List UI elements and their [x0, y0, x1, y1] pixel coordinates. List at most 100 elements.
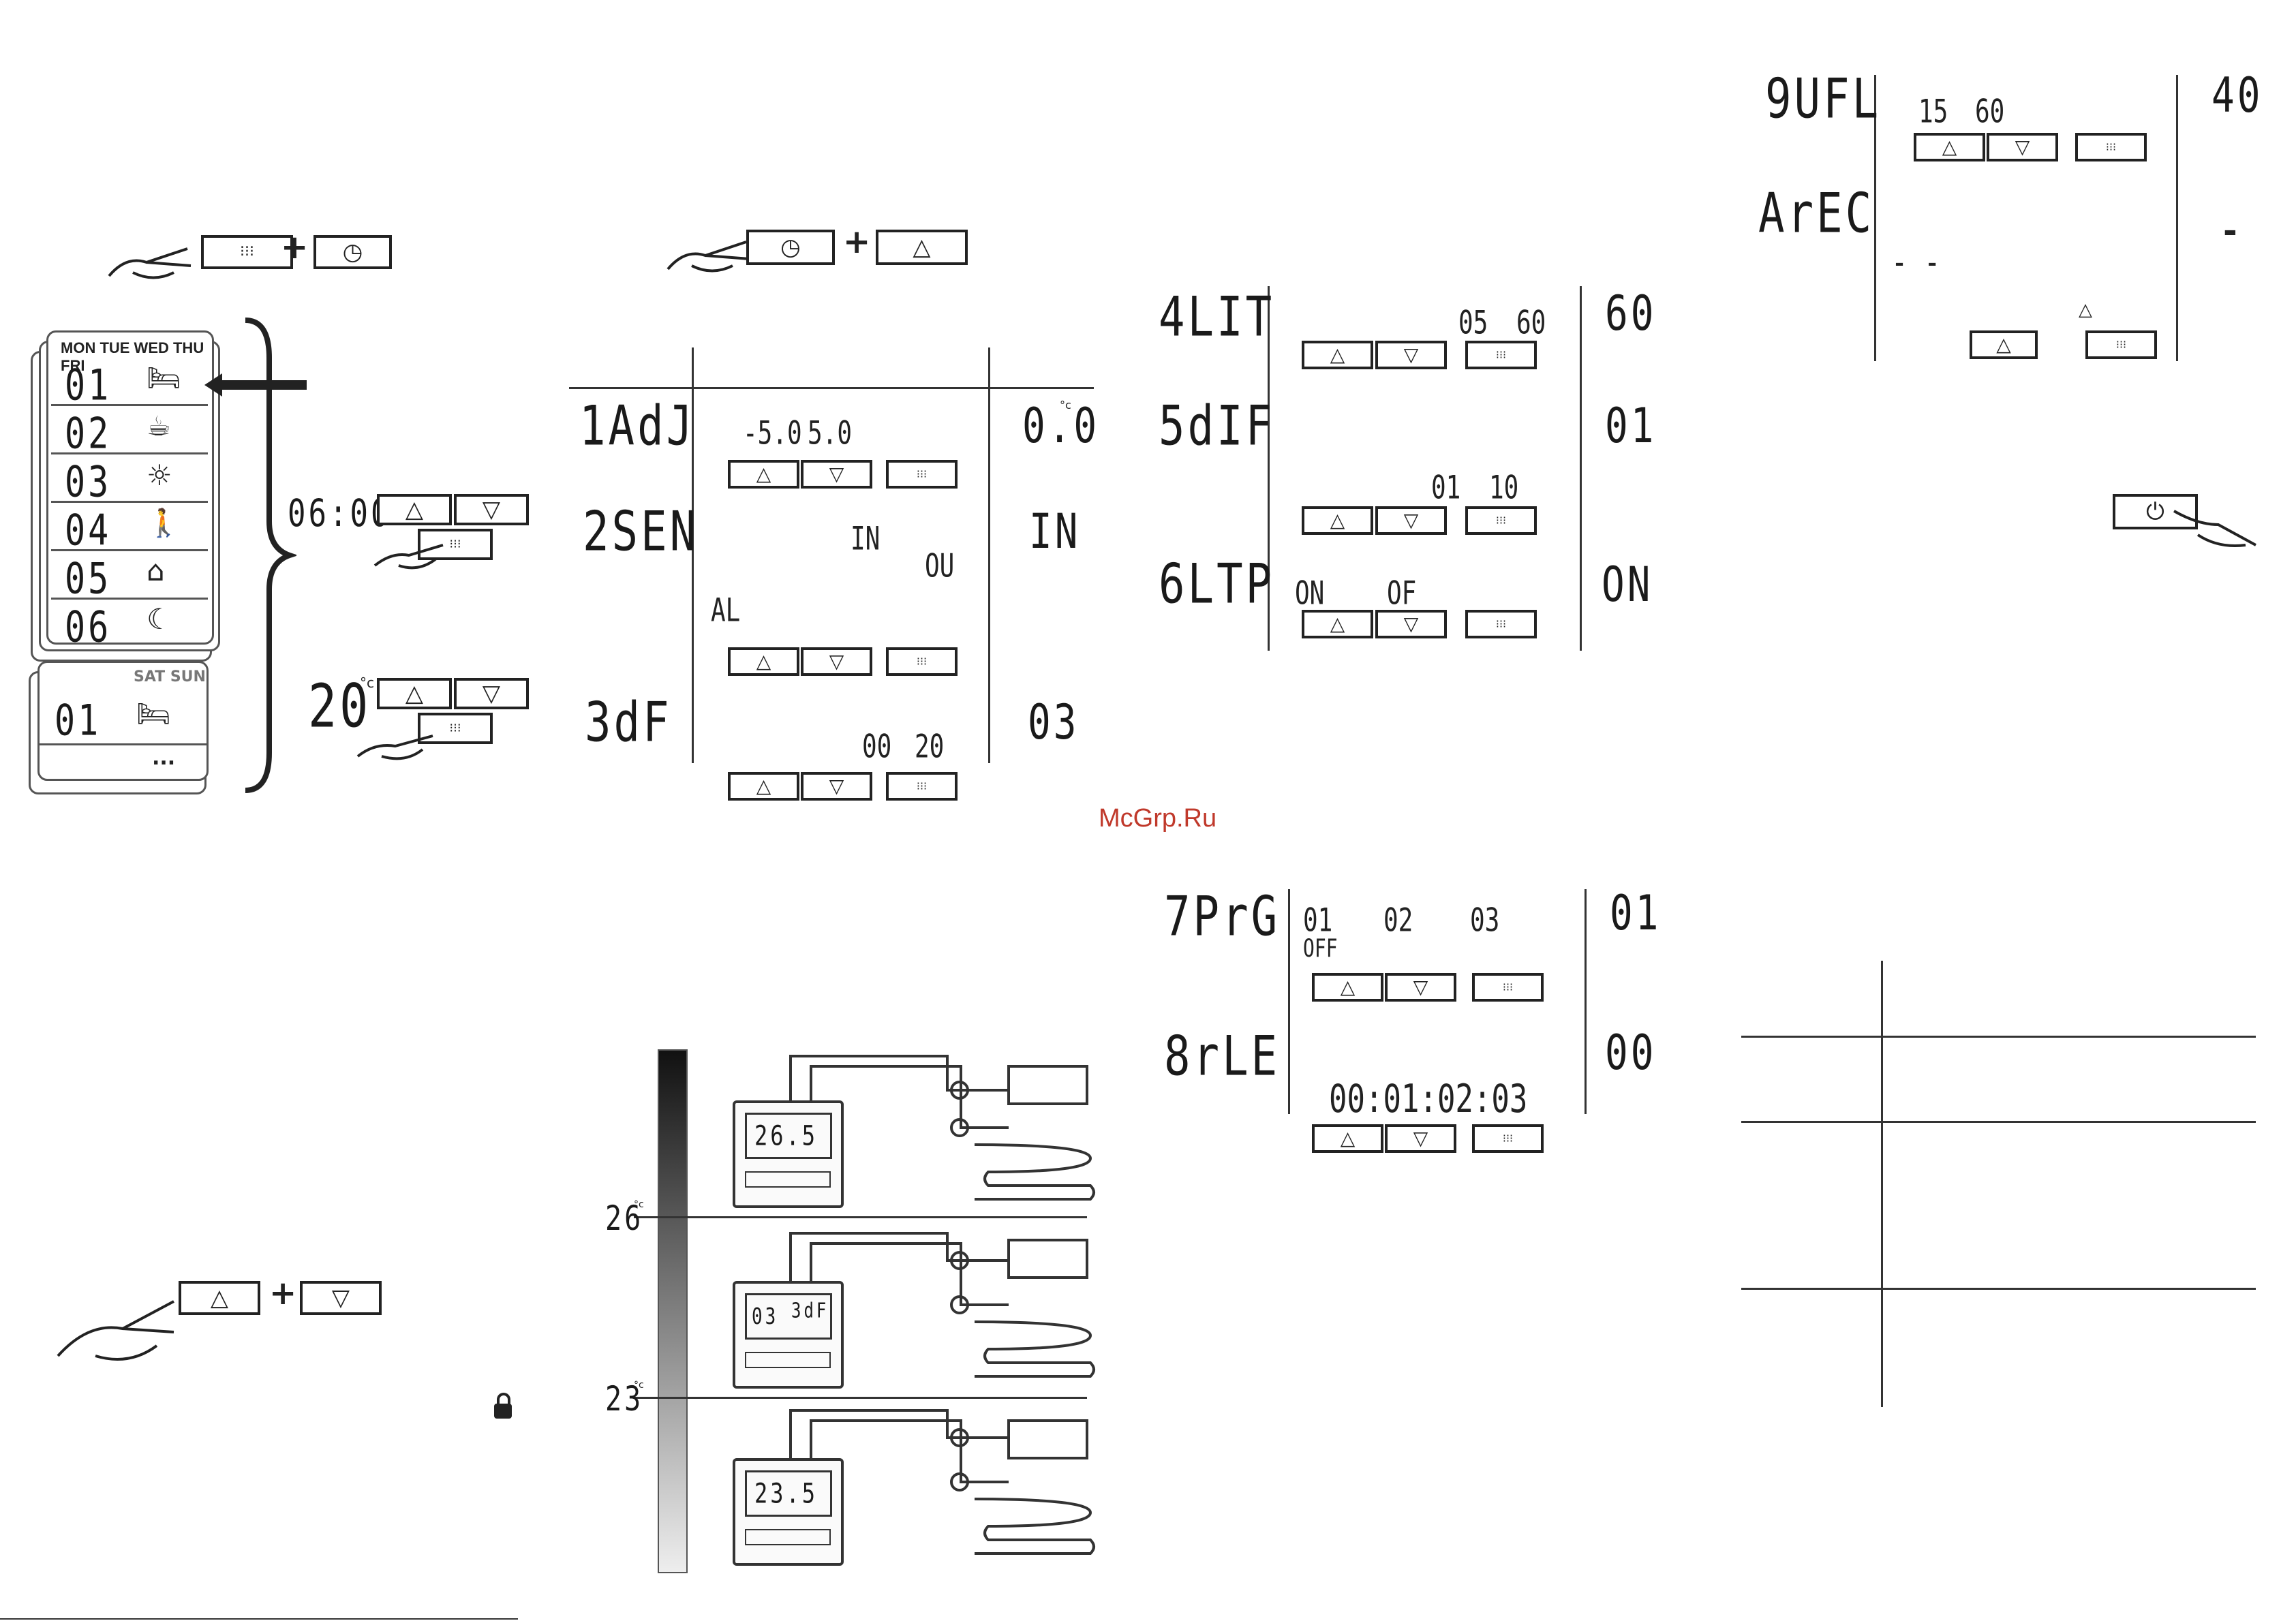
plus-sign: +: [269, 1274, 297, 1312]
down-button[interactable]: ▽: [300, 1281, 382, 1315]
lock-shackle: [497, 1393, 510, 1408]
power-icon: ⏻: [2146, 498, 2164, 525]
down-arrow-icon: ▽: [482, 496, 501, 523]
period-row: 03 ☼: [51, 454, 208, 507]
setting-code: 1AdJ: [579, 395, 696, 459]
table-header-rule: [569, 387, 1094, 389]
up-arrow-icon: △: [756, 463, 771, 485]
up-arrow-icon: △: [756, 650, 771, 673]
temperature-gradient-bar: [658, 1049, 688, 1573]
temp-unit: °c: [360, 675, 374, 691]
menu-button[interactable]: ⁝⁝⁝: [2075, 133, 2147, 161]
setting-code: 3dF: [585, 692, 672, 755]
power-button[interactable]: ⏻: [2113, 494, 2198, 529]
up-button[interactable]: △: [1302, 610, 1373, 638]
menu-button[interactable]: ⁝⁝⁝: [886, 460, 958, 489]
up-button[interactable]: △: [1302, 341, 1373, 369]
up-button[interactable]: △: [377, 494, 452, 525]
up-button[interactable]: △: [728, 647, 799, 676]
hand-pointer-icon: [667, 241, 750, 273]
down-button[interactable]: ▽: [1385, 1124, 1456, 1153]
menu-button[interactable]: ⁝⁝⁝: [1465, 610, 1537, 638]
setting-code: 5dIF: [1159, 395, 1275, 459]
period-row: 04 🚶: [51, 503, 208, 555]
option-max: 20: [915, 729, 945, 766]
thermostat-keys: [745, 1171, 831, 1188]
up-button[interactable]: △: [1914, 133, 1985, 161]
hand-pointer-icon: [373, 544, 444, 570]
down-button[interactable]: ▽: [1375, 341, 1447, 369]
setting-code: 7PrG: [1164, 886, 1281, 949]
down-button[interactable]: ▽: [801, 460, 872, 489]
menu-button[interactable]: ⁝⁝⁝: [201, 235, 293, 269]
down-button[interactable]: ▽: [1987, 133, 2058, 161]
menu-button[interactable]: ⁝⁝⁝: [418, 529, 493, 560]
down-arrow-icon: ▽: [1403, 343, 1419, 366]
menu-button[interactable]: ⁝⁝⁝: [1465, 506, 1537, 535]
table-rule: [1741, 1121, 2256, 1123]
down-button[interactable]: ▽: [1385, 973, 1456, 1002]
menu-icon: ⁝⁝⁝: [449, 537, 461, 551]
down-button[interactable]: ▽: [454, 678, 529, 709]
clock-button[interactable]: ◷: [313, 235, 392, 269]
up-arrow-icon: △: [1340, 1127, 1356, 1149]
menu-button[interactable]: ⁝⁝⁝: [418, 713, 493, 744]
option-max: 60: [1516, 305, 1546, 342]
relay-options: 00:01:02:03: [1329, 1077, 1528, 1122]
setting-code: 4LIT: [1159, 286, 1275, 350]
thermostat-keys: [745, 1352, 831, 1368]
setting-code: ArEC: [1758, 183, 1875, 246]
down-arrow-icon: ▽: [1403, 613, 1419, 635]
default-value: 01: [1610, 886, 1662, 942]
up-button[interactable]: △: [1970, 330, 2038, 359]
clock-icon: ◷: [342, 238, 363, 266]
weekday-header: MON TUE WED THU FRI: [61, 339, 204, 374]
option-display: - -: [1891, 242, 1941, 283]
down-button[interactable]: ▽: [801, 647, 872, 676]
down-button[interactable]: ▽: [1375, 610, 1447, 638]
up-arrow-icon: △: [1942, 136, 1957, 158]
setting-code: 6LTP: [1159, 553, 1275, 617]
plus-sign: +: [843, 223, 871, 261]
menu-icon: ⁝⁝⁝: [916, 779, 928, 792]
menu-button[interactable]: ⁝⁝⁝: [2085, 330, 2157, 359]
down-button[interactable]: ▽: [801, 772, 872, 801]
hand-pointer-icon: [2173, 510, 2256, 547]
program-option-3: 03: [1470, 903, 1500, 940]
heating-piping-diagram: [789, 1055, 1095, 1555]
menu-button[interactable]: ⁝⁝⁝: [1472, 1124, 1544, 1153]
clock-button[interactable]: ◷: [746, 230, 835, 265]
up-button[interactable]: △: [728, 772, 799, 801]
threshold-low: 23: [605, 1380, 644, 1419]
option-max: 5.0: [808, 416, 853, 452]
up-button[interactable]: △: [1312, 1124, 1383, 1153]
ellipsis: ...: [152, 746, 176, 770]
temp-value: 20: [308, 671, 371, 741]
up-button[interactable]: △: [377, 678, 452, 709]
table-divider: [1874, 75, 1876, 361]
down-arrow-icon: ▽: [829, 463, 844, 485]
table-divider: [1288, 889, 1290, 1114]
weekend-program-card: SAT SUN 01 🛏 ...: [37, 661, 209, 781]
setting-code: 2SEN: [583, 501, 699, 564]
menu-button[interactable]: ⁝⁝⁝: [886, 772, 958, 801]
down-arrow-icon: ▽: [829, 650, 844, 673]
down-button[interactable]: ▽: [1375, 506, 1447, 535]
option-internal: IN: [851, 521, 881, 558]
down-button[interactable]: ▽: [454, 494, 529, 525]
option-min: 15: [1918, 94, 1948, 131]
period-number: 03: [65, 457, 112, 507]
menu-button[interactable]: ⁝⁝⁝: [886, 647, 958, 676]
up-button[interactable]: △: [179, 1281, 260, 1315]
program-option-1: 01: [1303, 903, 1333, 940]
up-button[interactable]: △: [1302, 506, 1373, 535]
up-button[interactable]: △: [876, 230, 968, 265]
hand-pointer-icon: [356, 735, 433, 760]
up-button[interactable]: △: [728, 460, 799, 489]
up-button[interactable]: △: [1312, 973, 1383, 1002]
menu-button[interactable]: ⁝⁝⁝: [1465, 341, 1537, 369]
program-option-2: 02: [1383, 903, 1413, 940]
menu-button[interactable]: ⁝⁝⁝: [1472, 973, 1544, 1002]
hand-pointer-icon: [108, 247, 192, 279]
thermostat-screen: [745, 1470, 832, 1517]
